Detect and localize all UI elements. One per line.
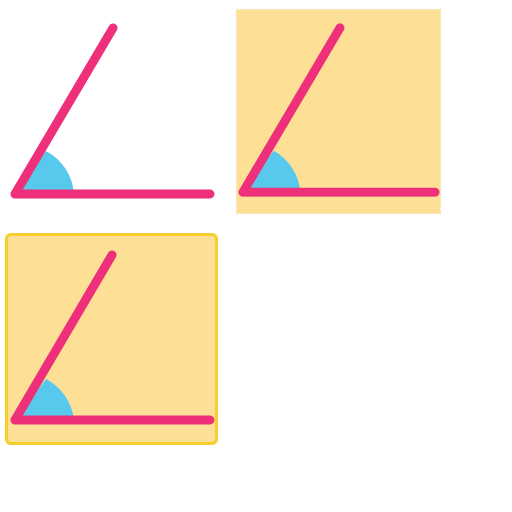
angle-ray-upper	[238, 23, 345, 197]
angle-tile-default[interactable]	[8, 8, 216, 216]
angle-arc	[242, 150, 301, 193]
angle-tile-hover[interactable]	[236, 9, 441, 214]
angle-icon	[8, 236, 215, 442]
angle-icon	[10, 23, 215, 199]
angle-arc	[15, 151, 74, 194]
angle-ray-upper	[10, 250, 117, 425]
angle-arc	[15, 379, 74, 420]
angle-icon	[237, 10, 440, 213]
angle-ray-upper	[10, 23, 118, 199]
angle-tile-selected[interactable]	[5, 233, 218, 445]
